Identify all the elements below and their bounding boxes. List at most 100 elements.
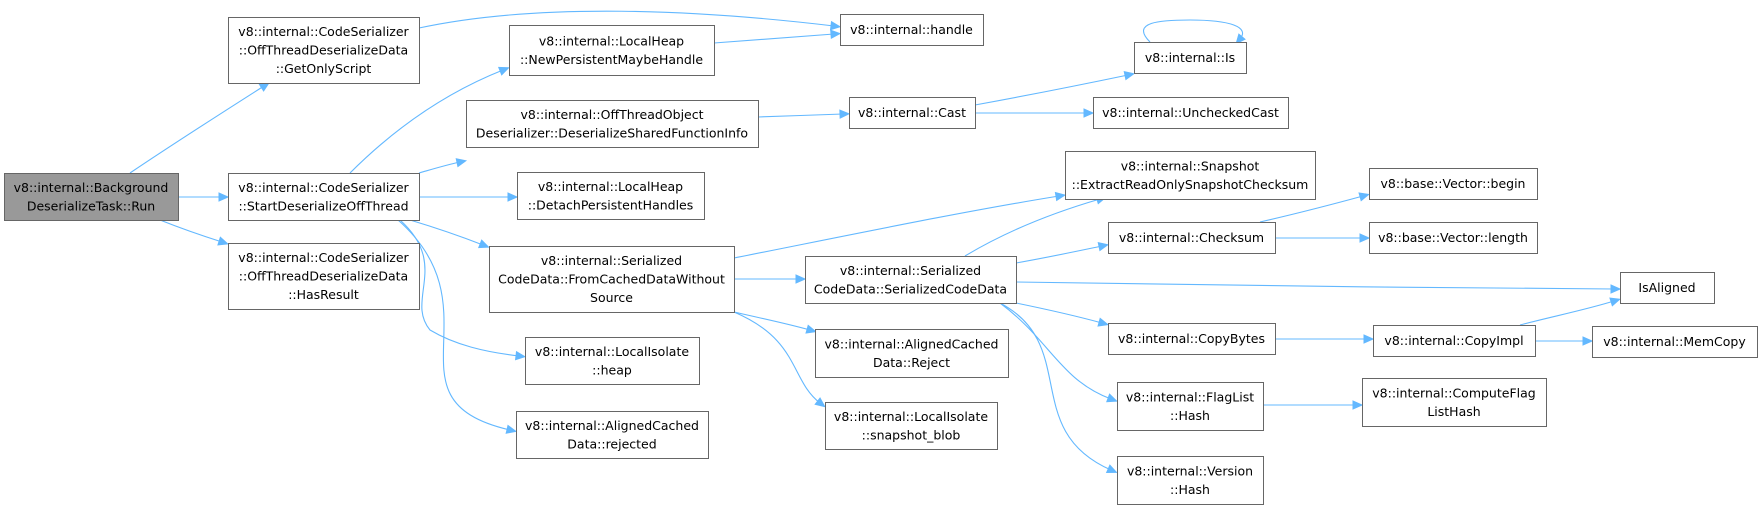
- node-run[interactable]: v8::internal::BackgroundDeserializeTask:…: [4, 173, 179, 221]
- node-cast[interactable]: v8::internal::Cast: [849, 97, 976, 129]
- node-box[interactable]: [228, 243, 420, 310]
- node-label-line: v8::internal::AlignedCached: [825, 336, 999, 351]
- node-box[interactable]: [1093, 97, 1289, 129]
- node-box[interactable]: [840, 14, 984, 46]
- node-vecLength[interactable]: v8::base::Vector::length: [1369, 222, 1538, 254]
- node-copyImpl[interactable]: v8::internal::CopyImpl: [1373, 325, 1536, 357]
- node-box[interactable]: [805, 256, 1017, 304]
- node-box[interactable]: [1108, 222, 1276, 254]
- node-box[interactable]: [1117, 382, 1264, 431]
- arrowhead-icon: [514, 350, 527, 361]
- node-checksum[interactable]: v8::internal::Checksum: [1108, 222, 1276, 254]
- arrowhead-icon: [507, 192, 519, 202]
- edge-line: [1519, 300, 1615, 326]
- edge-run-to-hasResult: [159, 219, 229, 246]
- edge-line: [733, 311, 821, 404]
- arrowhead-icon: [795, 274, 807, 284]
- node-box[interactable]: [517, 172, 705, 220]
- node-box[interactable]: [1373, 325, 1536, 357]
- node-copyBytes[interactable]: v8::internal::CopyBytes: [1108, 323, 1276, 355]
- node-rejected[interactable]: v8::internal::AlignedCachedData::rejecte…: [516, 411, 709, 459]
- node-box[interactable]: [1117, 456, 1264, 505]
- node-box[interactable]: [516, 411, 709, 459]
- node-box[interactable]: [825, 402, 998, 450]
- node-newPersistent[interactable]: v8::internal::LocalHeap::NewPersistentMa…: [509, 25, 715, 76]
- node-isolateHeap[interactable]: v8::internal::LocalIsolate::heap: [525, 337, 700, 385]
- node-detachHandles[interactable]: v8::internal::LocalHeap::DetachPersisten…: [517, 172, 705, 220]
- node-fromCached[interactable]: v8::internal::SerializedCodeData::FromCa…: [489, 246, 735, 313]
- node-startDeser[interactable]: v8::internal::CodeSerializer::StartDeser…: [228, 173, 420, 221]
- node-box[interactable]: [1134, 42, 1247, 74]
- arrowhead-icon: [829, 20, 842, 31]
- arrowhead-icon: [1363, 334, 1375, 344]
- node-getOnlyScript[interactable]: v8::internal::CodeSerializer::OffThreadD…: [228, 17, 420, 84]
- node-is[interactable]: v8::internal::Is: [1134, 42, 1247, 74]
- edge-line: [1259, 195, 1364, 223]
- node-label-line: Data::Reject: [873, 355, 950, 370]
- node-label-line: v8::internal::MemCopy: [1603, 334, 1746, 349]
- node-box[interactable]: [489, 246, 735, 313]
- edge-line: [418, 10, 835, 29]
- node-box[interactable]: [466, 100, 759, 148]
- node-box[interactable]: [1620, 272, 1715, 304]
- arrowhead-icon: [497, 66, 510, 76]
- node-box[interactable]: [1592, 326, 1758, 358]
- edge-fromCached-to-scdCtor: [734, 274, 807, 284]
- edge-line: [418, 161, 461, 174]
- edge-line: [757, 113, 844, 118]
- node-isAligned[interactable]: IsAligned: [1620, 272, 1715, 304]
- node-box[interactable]: [509, 25, 715, 76]
- node-box[interactable]: [1369, 168, 1538, 200]
- node-box[interactable]: [1108, 323, 1276, 355]
- edge-line: [1015, 281, 1615, 290]
- node-box[interactable]: [228, 17, 420, 84]
- arrowhead-icon: [217, 236, 229, 246]
- node-box[interactable]: [849, 97, 976, 129]
- edge-scdCtor-to-isAligned: [1015, 281, 1622, 294]
- node-versionHash[interactable]: v8::internal::Version::Hash: [1117, 456, 1264, 505]
- edge-line: [349, 69, 504, 174]
- node-uncheckedCast[interactable]: v8::internal::UncheckedCast: [1093, 97, 1289, 129]
- node-label-line: ::OffThreadDeserializeData: [239, 269, 408, 284]
- node-snapshotBlob[interactable]: v8::internal::LocalIsolate::snapshot_blo…: [825, 402, 998, 450]
- node-handle[interactable]: v8::internal::handle: [840, 14, 984, 46]
- node-label-line: DeserializeTask::Run: [27, 198, 155, 213]
- arrowhead-icon: [1097, 242, 1110, 252]
- node-label-line: v8::internal::CodeSerializer: [238, 250, 409, 265]
- node-box[interactable]: [1369, 222, 1538, 254]
- edge-copyBytes-to-copyImpl: [1275, 334, 1375, 344]
- node-memCopy[interactable]: v8::internal::MemCopy: [1592, 326, 1758, 358]
- node-box[interactable]: [1065, 151, 1316, 200]
- arrowhead-icon: [1352, 400, 1364, 410]
- edge-line: [733, 311, 811, 331]
- edge-checksum-to-vecBegin: [1259, 192, 1370, 223]
- arrowhead-icon: [1582, 336, 1594, 346]
- edge-cast-to-uncheckedCast: [975, 108, 1095, 118]
- node-label-line: v8::internal::handle: [850, 22, 973, 37]
- node-vecBegin[interactable]: v8::base::Vector::begin: [1369, 168, 1538, 200]
- edge-line: [399, 219, 520, 357]
- node-flagHash[interactable]: v8::internal::FlagList::Hash: [1117, 382, 1264, 431]
- edge-line: [1143, 19, 1243, 43]
- node-box[interactable]: [4, 173, 179, 221]
- node-label-line: v8::internal::Serialized: [541, 253, 682, 268]
- edge-copyImpl-to-isAligned: [1519, 297, 1621, 326]
- node-extractChecksum[interactable]: v8::internal::Snapshot::ExtractReadOnlyS…: [1065, 151, 1316, 200]
- arrowhead-icon: [218, 192, 230, 202]
- node-label-line: v8::internal::LocalHeap: [539, 33, 684, 48]
- node-box[interactable]: [228, 173, 420, 221]
- node-deserSFI[interactable]: v8::internal::OffThreadObjectDeserialize…: [466, 100, 759, 148]
- node-box[interactable]: [815, 329, 1009, 378]
- arrowhead-icon: [830, 29, 842, 40]
- arrowhead-icon: [1359, 233, 1371, 243]
- arrowhead-icon: [1106, 393, 1118, 403]
- node-scdCtor[interactable]: v8::internal::SerializedCodeData::Serial…: [805, 256, 1017, 304]
- edge-line: [999, 302, 1112, 400]
- node-box[interactable]: [525, 337, 700, 385]
- node-box[interactable]: [1362, 378, 1547, 427]
- node-hasResult[interactable]: v8::internal::CodeSerializer::OffThreadD…: [228, 243, 420, 310]
- node-label-line: v8::internal::Background: [14, 180, 169, 195]
